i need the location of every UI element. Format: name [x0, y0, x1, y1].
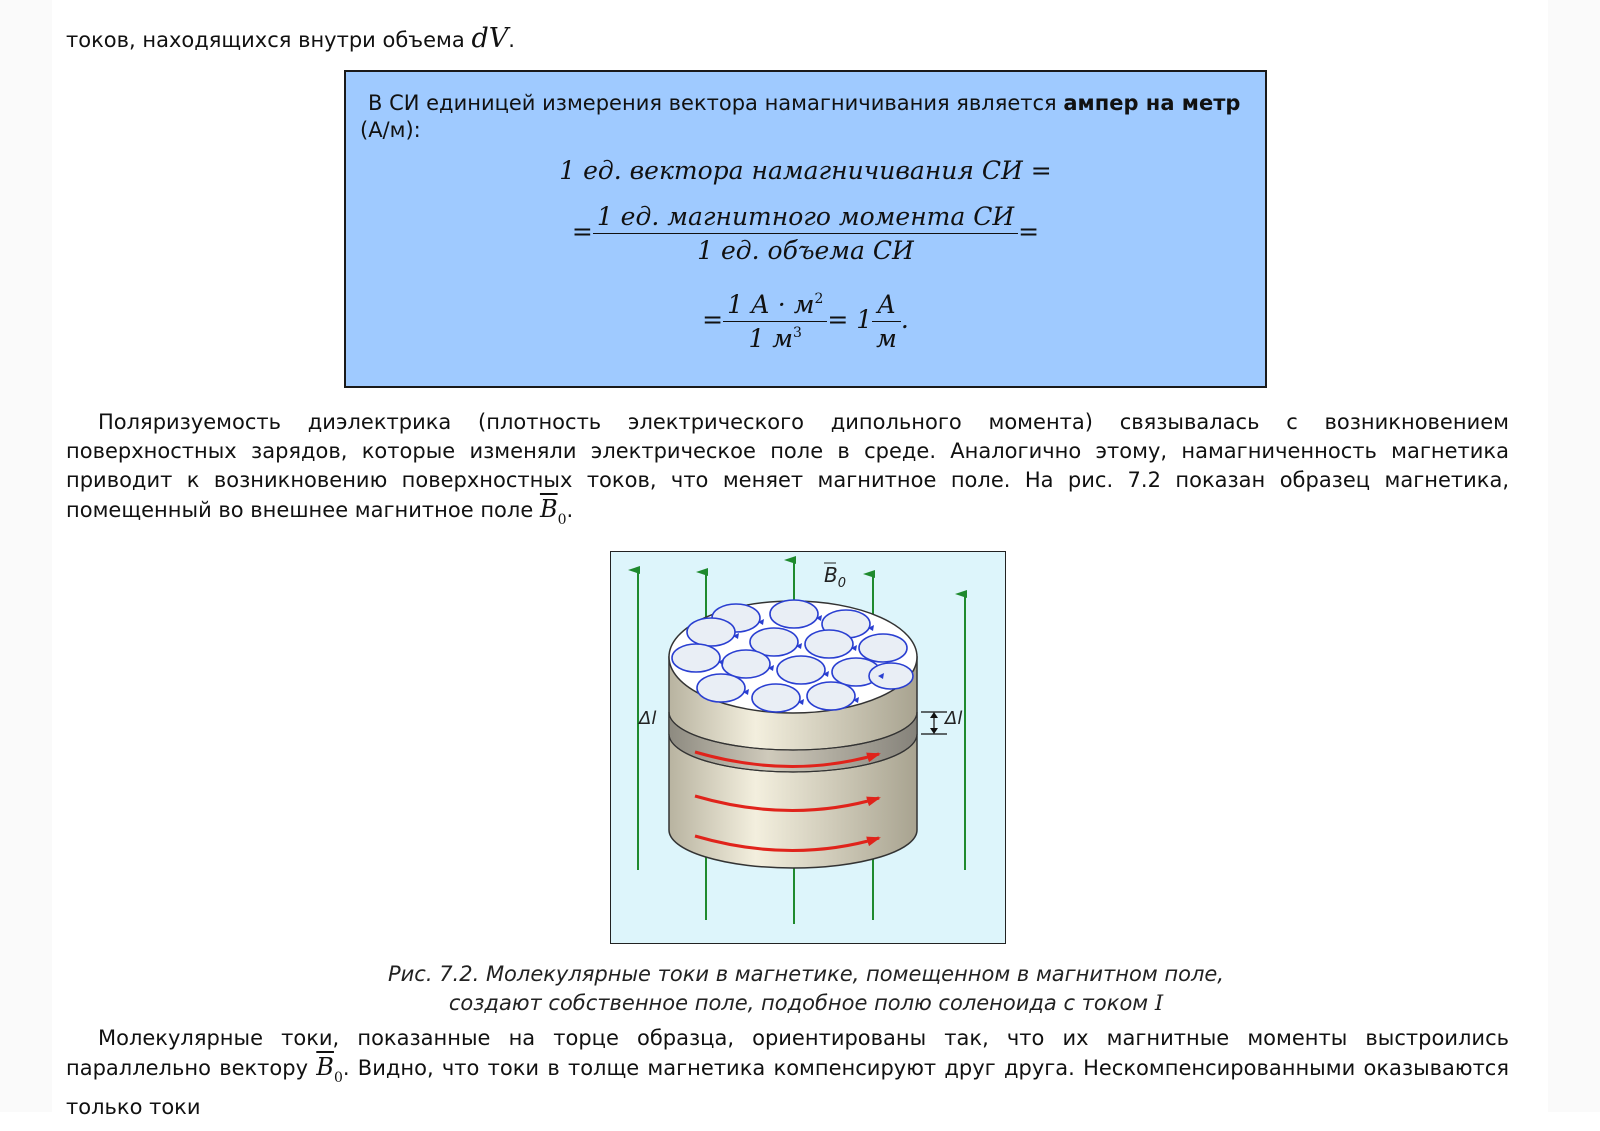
- surface-current: [694, 750, 881, 768]
- si-text-bold: ампер на метр: [1063, 91, 1241, 115]
- left-margin: [0, 0, 52, 1112]
- surface-current: [694, 794, 881, 812]
- intro-text: токов, находящихся внутри объема: [66, 28, 465, 52]
- magnetic-sample-illustration: B0 Δl Δl: [628, 556, 967, 924]
- paragraph-2-text-b: . Видно, что токи в толще магнетика комп…: [66, 1056, 1509, 1119]
- paragraph-2-text-a: Молекулярные токи, показанные на торце о…: [66, 1026, 1509, 1080]
- caption-line-2: создают собственное поле, подобное полю …: [448, 991, 1149, 1015]
- label-b0: B0: [824, 563, 846, 591]
- right-margin: [1548, 0, 1600, 1112]
- molecular-currents: [671, 599, 914, 713]
- intro-end: .: [508, 28, 515, 52]
- formula-fraction-3-num: А: [872, 290, 901, 322]
- caption-var-i: I: [1154, 991, 1164, 1015]
- paragraph-1-end: .: [566, 498, 574, 522]
- intro-line: токов, находящихся внутри объема dV.: [66, 24, 1509, 55]
- si-text: В СИ единицей измерения вектора намагнич…: [360, 90, 1246, 144]
- formula-fraction-2-den: 1 м: [748, 324, 794, 353]
- formula-line-3-mid: = 1: [827, 305, 873, 334]
- figure-caption: Рис. 7.2. Молекулярные токи в магнетике,…: [300, 960, 1312, 1018]
- label-delta-l-left: Δl: [637, 708, 656, 729]
- si-unit-box: В СИ единицей измерения вектора намагнич…: [344, 70, 1267, 388]
- paragraph-1: Поляризуемость диэлектрика (плотность эл…: [66, 408, 1509, 535]
- vector-b0: B0: [539, 495, 567, 528]
- si-text-lead: В СИ единицей измерения вектора намагнич…: [368, 91, 1057, 115]
- surface-current: [694, 834, 881, 852]
- formula-line-1-text: 1 ед. вектора намагничивания СИ =: [559, 156, 1052, 185]
- formula-line-1: 1 ед. вектора намагничивания СИ =: [346, 156, 1265, 185]
- si-text-tail: (А/м):: [360, 118, 421, 142]
- vector-b0-2: B0: [316, 1053, 343, 1086]
- caption-line-1: Рис. 7.2. Молекулярные токи в магнетике,…: [387, 962, 1224, 986]
- formula-fraction-3-den: м: [876, 324, 897, 353]
- formula-fraction-1-den: 1 ед. объема СИ: [697, 236, 914, 265]
- formula-fraction-2-num: 1 А · м: [727, 290, 815, 319]
- intro-var: dV: [471, 23, 509, 54]
- figure-7-2: B0 Δl Δl: [610, 551, 1006, 944]
- label-delta-l-right: Δl: [943, 708, 962, 729]
- formula-fraction-1-num: 1 ед. магнитного момента СИ: [592, 202, 1019, 234]
- paragraph-2: Молекулярные токи, показанные на торце о…: [66, 1024, 1509, 1122]
- paragraph-1-text: Поляризуемость диэлектрика (плотность эл…: [66, 410, 1509, 522]
